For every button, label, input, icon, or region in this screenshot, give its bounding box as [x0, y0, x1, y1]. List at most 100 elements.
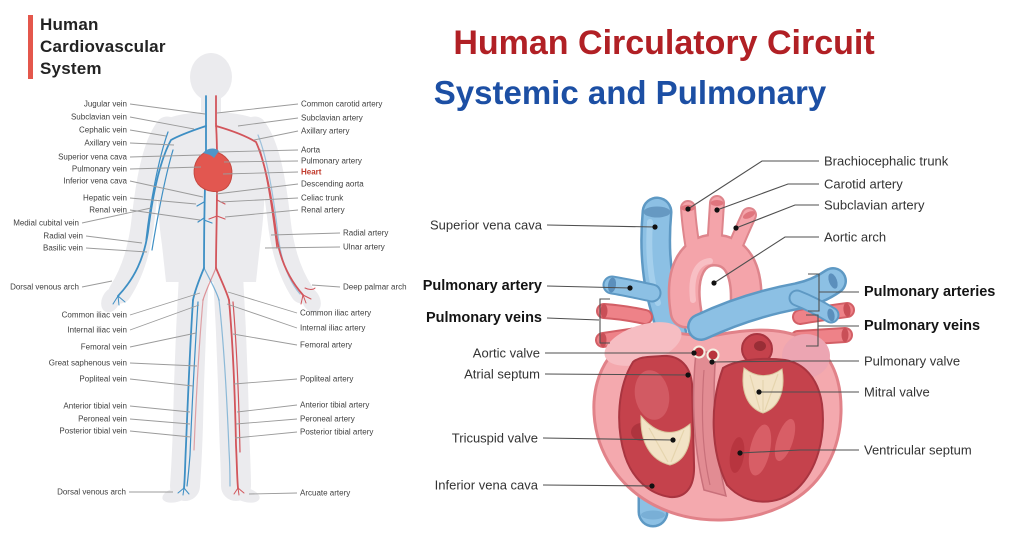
leader-line — [129, 292, 201, 316]
label-heart-pulmonary-arteries: Pulmonary arteries — [864, 284, 996, 300]
leader-line — [234, 431, 298, 439]
label-vein-pulmonary-vein: Pulmonary vein — [71, 164, 127, 174]
label-artery-heart: Heart — [301, 167, 322, 177]
pointer-dot — [709, 359, 715, 365]
label-vein-jugular-vein: Jugular vein — [83, 99, 127, 109]
label-heart-tricuspid-valve: Tricuspid valve — [451, 430, 538, 446]
leader-line — [233, 378, 298, 385]
leader-line — [735, 204, 819, 229]
leader-line — [716, 183, 819, 211]
leader-line — [129, 180, 204, 198]
leader-line — [219, 197, 299, 203]
label-vein-internal-iliac-vein: Internal iliac vein — [67, 325, 127, 335]
vein-network — [112, 95, 301, 496]
leader-line — [711, 360, 859, 363]
label-heart-atrial-septum: Atrial septum — [464, 366, 540, 382]
label-vein-medial-cubital-vein: Medial cubital vein — [13, 218, 79, 228]
label-vein-peroneal-vein: Peroneal vein — [78, 414, 127, 424]
leader-line — [713, 236, 819, 284]
label-artery-common-iliac-artery: Common iliac artery — [300, 308, 372, 318]
left-panel-title: Human Cardiovascular System — [40, 14, 166, 80]
pointer-dot — [627, 285, 633, 291]
leader-line — [687, 160, 819, 210]
label-vein-superior-vena-cava: Superior vena cava — [58, 152, 127, 162]
leader-line — [129, 142, 175, 146]
label-heart-pulmonary-veins: Pulmonary veins — [864, 318, 981, 334]
leader-line — [81, 207, 152, 224]
title-accent-bar — [28, 15, 33, 79]
leader-line — [129, 166, 202, 170]
label-artery-axillary-artery: Axillary artery — [301, 126, 350, 136]
leader-line — [236, 404, 298, 413]
leader-line — [542, 437, 674, 441]
left-title-line2: Cardiovascular — [40, 37, 166, 56]
label-vein-common-iliac-vein: Common iliac vein — [61, 310, 127, 320]
leader-line — [129, 154, 202, 158]
label-vein-inferior-vena-cava: Inferior vena cava — [63, 176, 127, 186]
pointer-dot — [756, 389, 762, 395]
label-artery-anterior-tibial-artery: Anterior tibial artery — [300, 400, 370, 410]
leader-line — [129, 405, 191, 413]
label-vein-popliteal-vein: Popliteal vein — [79, 374, 127, 384]
leader-line — [129, 332, 197, 348]
label-heart-subclavian-artery: Subclavian artery — [824, 197, 925, 213]
pointer-dot — [652, 224, 658, 230]
right-panel-title-line1: Human Circulatory Circuit — [453, 24, 875, 62]
pointer-dot — [670, 437, 676, 443]
label-heart-pulmonary-valve: Pulmonary valve — [864, 353, 961, 369]
leader-line — [222, 171, 299, 175]
right-panel-title-line2: Systemic and Pulmonary — [433, 74, 827, 111]
leader-line — [542, 484, 653, 487]
label-vein-dorsal-venous-arch: Dorsal venous arch — [57, 487, 126, 497]
leader-line — [85, 247, 148, 253]
leader-line — [129, 304, 200, 331]
label-vein-anterior-tibial-vein: Anterior tibial vein — [63, 401, 127, 411]
label-heart-brachiocephalic-trunk: Brachiocephalic trunk — [824, 153, 949, 169]
leader-line — [253, 130, 299, 141]
label-artery-renal-artery: Renal artery — [301, 205, 345, 215]
leader-line — [232, 333, 298, 346]
pointer-dot — [685, 206, 691, 212]
label-vein-renal-vein: Renal vein — [89, 205, 127, 215]
label-vein-axillary-vein: Axillary vein — [84, 138, 127, 148]
label-vein-radial-vein: Radial vein — [43, 231, 83, 241]
label-artery-arcuate-artery: Arcuate artery — [300, 488, 351, 498]
leader-line — [264, 246, 341, 249]
label-artery-descending-aorta: Descending aorta — [301, 179, 364, 189]
heart-section-illustration — [592, 195, 855, 528]
label-vein-femoral-vein: Femoral vein — [80, 342, 127, 352]
pointer-dot — [714, 207, 720, 213]
label-heart-mitral-valve: Mitral valve — [864, 384, 930, 400]
leader-line — [217, 149, 299, 153]
leader-line — [215, 183, 299, 195]
leader-line — [129, 362, 198, 367]
label-artery-posterior-tibial-artery: Posterior tibial artery — [300, 427, 374, 437]
leader-line — [129, 209, 201, 221]
leader-line — [248, 492, 298, 495]
leader-line — [129, 197, 197, 205]
leader-line — [223, 160, 299, 163]
leader-line — [270, 232, 341, 236]
pointer-dot — [733, 225, 739, 231]
label-vein-basilic-vein: Basilic vein — [42, 243, 83, 253]
leader-line — [235, 418, 298, 425]
label-artery-peroneal-artery: Peroneal artery — [300, 414, 355, 424]
label-artery-common-carotid-artery: Common carotid artery — [301, 99, 383, 109]
label-artery-popliteal-artery: Popliteal artery — [300, 374, 354, 384]
leader-line — [544, 373, 689, 376]
label-artery-subclavian-artery: Subclavian artery — [301, 113, 363, 123]
leader-line — [546, 317, 600, 321]
label-artery-pulmonary-artery: Pulmonary artery — [301, 156, 362, 166]
chest-heart-illustration — [193, 148, 233, 192]
leader-line — [546, 224, 656, 228]
artery-network — [193, 95, 316, 496]
label-artery-celiac-trunk: Celiac trunk — [301, 193, 344, 203]
left-title-line3: System — [40, 59, 102, 78]
label-heart-aortic-valve: Aortic valve — [472, 345, 540, 361]
leader-line — [216, 103, 299, 114]
leader-line — [129, 116, 195, 130]
label-vein-hepatic-vein: Hepatic vein — [82, 193, 127, 203]
